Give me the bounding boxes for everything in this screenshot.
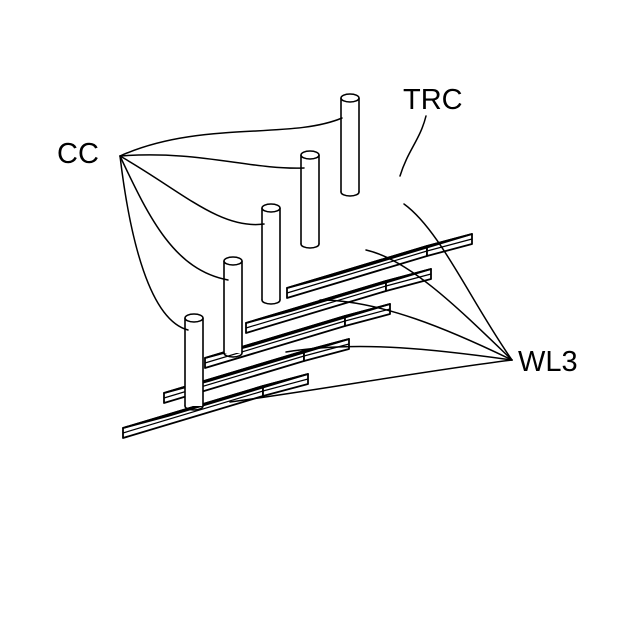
contact-column-5-top	[341, 94, 359, 102]
cc-leader-line-4	[120, 156, 228, 280]
contact-column-1-top	[185, 314, 203, 322]
contact-column-4-top	[301, 151, 319, 159]
label-cc: CC	[57, 140, 99, 169]
contact-column-4-base	[301, 244, 319, 248]
label-wl3: WL3	[518, 348, 578, 377]
cc-leader-line-5	[120, 156, 188, 330]
trc-leader-line	[400, 116, 426, 176]
wl3-leader-line-3	[320, 300, 512, 360]
plate-layer-line	[287, 251, 427, 293]
cc-leader-line-2	[120, 155, 304, 168]
contact-column-5-base	[341, 192, 359, 196]
cc-leader-line-3	[120, 156, 264, 225]
label-trc: TRC	[403, 86, 463, 115]
contact-column-3-top	[262, 204, 280, 212]
contact-column-2-top	[224, 257, 242, 265]
contact-column-3-base	[262, 300, 280, 304]
